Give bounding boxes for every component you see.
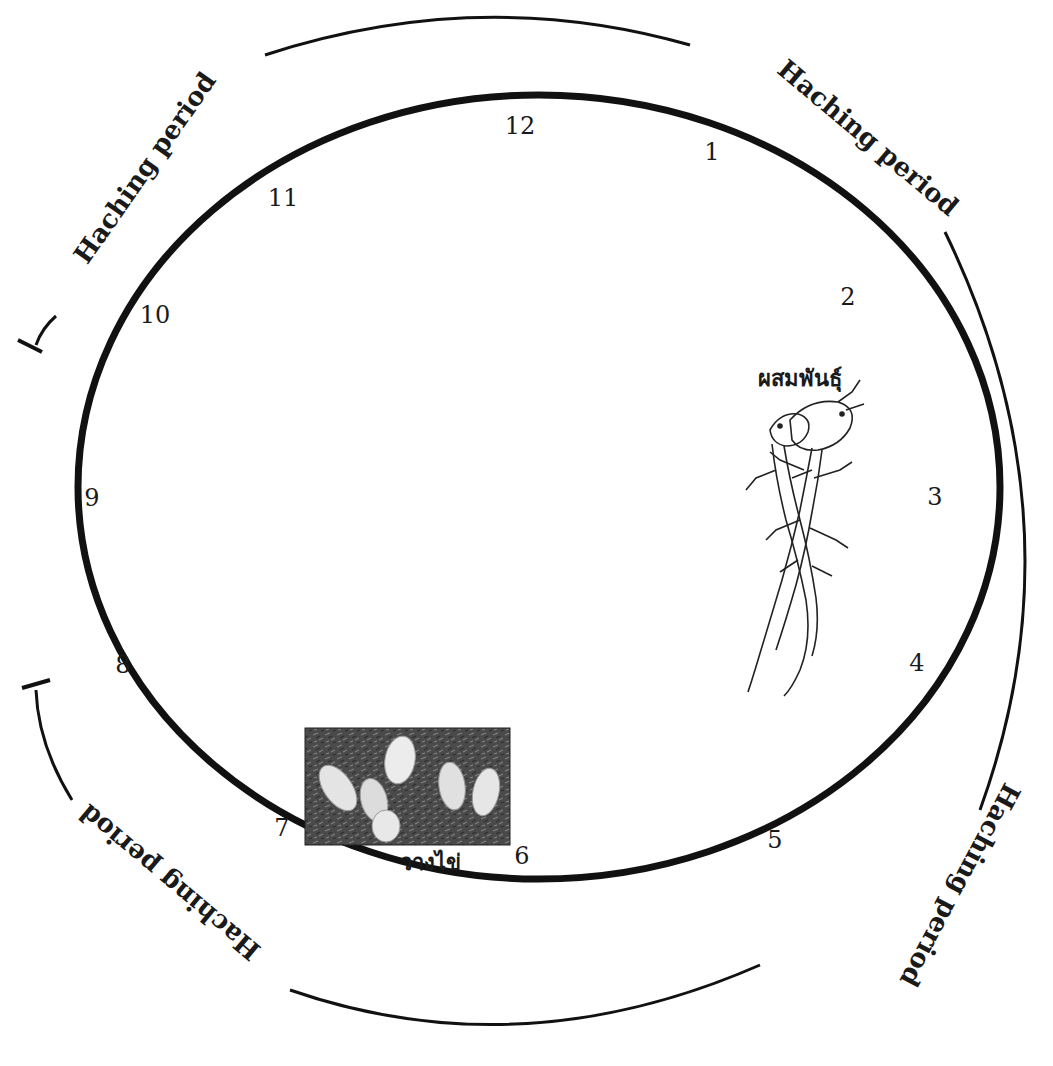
month-number: 7 [274,815,289,841]
month-number: 8 [115,652,130,678]
month-number: 2 [840,284,855,310]
month-number: 6 [514,843,529,869]
period-arc [265,17,690,55]
period-arc [945,232,1025,810]
month-number: 1 [704,139,719,165]
lizard-sketch [746,380,864,696]
period-label: Haching period [894,779,1025,992]
month-number: 5 [767,827,782,853]
period-arc-end [36,690,72,800]
cycle-ring [78,95,1000,879]
period-label: Haching period [74,798,265,965]
period-arc-tick [18,340,42,352]
period-arc-end [36,316,56,345]
period-label: Haching period [68,67,221,269]
month-number: 3 [927,484,942,510]
stage-label: วางไข่ [400,850,461,874]
month-number: 11 [268,185,299,211]
stage-label: ผสมพันธุ์ [758,366,842,390]
eggs-photo [305,728,510,845]
month-number: 12 [505,113,536,139]
month-number: 4 [909,650,924,676]
month-number: 10 [140,302,171,328]
period-arc [290,965,760,1025]
period-label: Haching period [772,54,963,221]
month-number: 9 [84,485,99,511]
period-arc-tick [22,680,50,688]
